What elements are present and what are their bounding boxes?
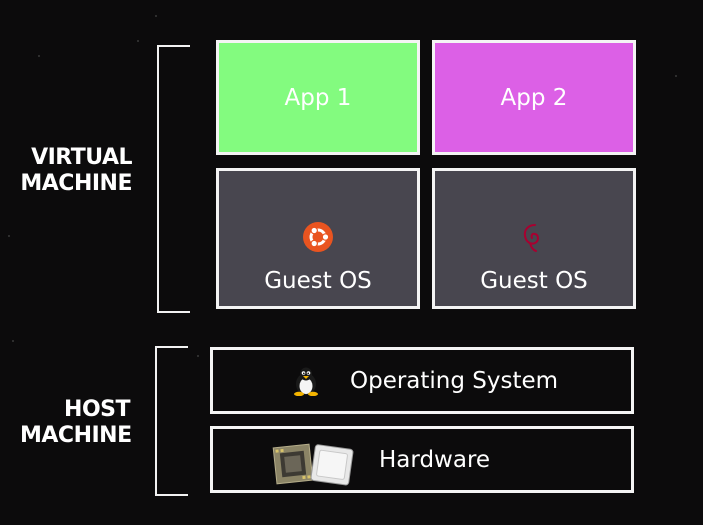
guest-os-box-1: Guest OS: [216, 168, 420, 309]
operating-system-label: Operating System: [350, 367, 559, 394]
guest-os-box-2: Guest OS: [432, 168, 636, 309]
virtual-machine-label-line1: VIRTUAL: [31, 145, 132, 170]
operating-system-box: Operating System: [210, 347, 634, 414]
background-speck: [8, 235, 10, 237]
host-machine-label-line1: HOST: [64, 397, 130, 422]
guest-os-label-2: Guest OS: [480, 268, 588, 294]
background-speck: [38, 55, 40, 57]
app-2-label: App 2: [500, 84, 568, 111]
hardware-label: Hardware: [379, 446, 491, 473]
app-2-box: App 2: [432, 40, 636, 155]
cpu-chip-icon: [272, 443, 354, 486]
ubuntu-icon: [303, 222, 333, 252]
host-machine-label: HOST MACHINE: [20, 397, 132, 449]
background-speck: [137, 40, 139, 42]
hardware-box: Hardware: [210, 426, 634, 493]
background-speck: [155, 15, 157, 17]
background-speck: [675, 75, 677, 77]
host-machine-bracket: [155, 346, 188, 496]
virtual-machine-label: VIRTUAL MACHINE: [20, 145, 132, 197]
virtual-machine-label-line2: MACHINE: [20, 171, 132, 196]
guest-os-label-1: Guest OS: [264, 268, 372, 294]
linux-tux-icon: [294, 367, 318, 396]
debian-icon: [523, 224, 539, 252]
host-machine-label-line2: MACHINE: [20, 423, 132, 448]
app-1-box: App 1: [216, 40, 420, 155]
app-1-label: App 1: [284, 84, 352, 111]
background-speck: [197, 355, 199, 357]
background-speck: [12, 340, 14, 342]
virtual-machine-bracket: [157, 45, 190, 313]
